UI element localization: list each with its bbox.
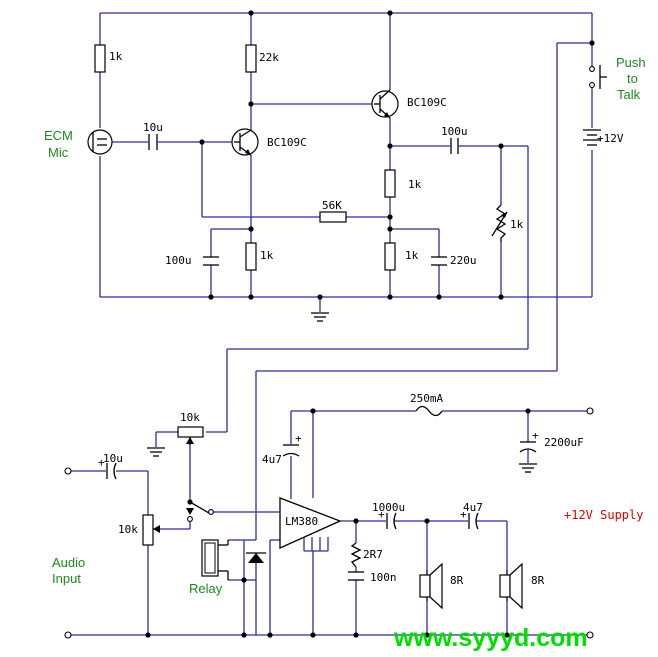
capacitor-4u7-supply-label: 4u7 [262, 453, 282, 466]
resistor-1k-q1-emitter-label: 1k [260, 249, 274, 262]
transistor-q2-label: BC109C [407, 96, 447, 109]
capacitor-100u-output [450, 138, 459, 154]
potentiometer-1k-icon [491, 204, 508, 242]
preamp-junctions [199, 10, 595, 300]
resistor-2r7-icon [350, 542, 362, 568]
svg-text:+: + [295, 432, 302, 445]
relay-label: Relay [189, 581, 223, 596]
capacitor-10u-input: + [98, 456, 117, 480]
battery-label: +12V [597, 132, 624, 145]
resistor-1k-q2-collector [384, 169, 396, 198]
preamp-wiring [99, 12, 593, 540]
speaker-2-icon [499, 562, 523, 610]
capacitor-100u-bypass-label: 100u [165, 254, 192, 267]
ecm-label-2: Mic [48, 145, 69, 160]
svg-text:+: + [460, 508, 467, 521]
resistor-1k-left-label: 1k [109, 50, 123, 63]
potentiometer-10k-volume-icon [177, 426, 204, 445]
ecm-label-1: ECM [44, 128, 73, 143]
capacitor-4u7-supply: + [282, 432, 302, 457]
transistor-q1-label: BC109C [267, 136, 307, 149]
potentiometer-10k-input-icon [142, 514, 160, 546]
amp-junctions [145, 408, 531, 638]
capacitor-4u7-output-label: 4u7 [463, 501, 483, 514]
potentiometer-10k-input-label: 10k [118, 523, 138, 536]
amp-wiring [68, 410, 590, 636]
fuse-label: 250mA [410, 392, 443, 405]
capacitor-1000u: + [378, 508, 397, 530]
resistor-1k-q2-collector-label: 1k [408, 178, 422, 191]
push-to-talk-label-2: to [627, 71, 638, 86]
push-to-talk-switch-icon [589, 65, 607, 89]
resistor-1k-q2-emitter [384, 242, 396, 271]
resistor-22k-label: 22k [259, 51, 279, 64]
supply-label: +12V Supply [564, 508, 643, 522]
svg-text:+: + [378, 508, 385, 521]
resistor-1k-q2-emitter-label: 1k [405, 249, 419, 262]
ground-icon-preamp [311, 312, 329, 322]
capacitor-10u-input-label: 10u [103, 452, 123, 465]
resistor-1k-left [94, 44, 106, 73]
capacitor-10u-mic [148, 134, 158, 150]
capacitor-4u7-output: + [460, 508, 479, 530]
potentiometer-10k-volume-label: 10k [180, 411, 200, 424]
fuse-icon [415, 405, 443, 417]
resistor-1k-q1-emitter [245, 242, 257, 271]
battery-icon [583, 129, 601, 146]
terminals [64, 407, 594, 639]
resistor-22k [245, 44, 257, 73]
resistor-56k-label: 56K [322, 199, 342, 212]
capacitor-220u-label: 220u [450, 254, 477, 267]
relay-switch-icon [186, 501, 214, 522]
capacitor-220u [431, 256, 447, 266]
potentiometer-1k-label: 1k [510, 218, 524, 231]
diode-icon [246, 552, 266, 563]
svg-text:+: + [98, 456, 105, 469]
capacitor-10u-mic-label: 10u [143, 121, 163, 134]
resistor-56k [319, 211, 347, 223]
lm380-amplifier-icon [279, 497, 342, 550]
capacitor-1000u-label: 1000u [372, 501, 405, 514]
capacitor-100u-output-label: 100u [441, 125, 468, 138]
ecm-mic-icon [87, 129, 113, 155]
speaker-1-icon [419, 562, 443, 610]
push-to-talk-label-1: Push [616, 55, 646, 70]
capacitor-2200uf-label: 2200uF [544, 436, 584, 449]
ground-icon-volume [147, 447, 165, 457]
push-to-talk-label-3: Talk [617, 87, 641, 102]
transistor-q2-icon [371, 89, 399, 119]
speaker-1-label: 8R [450, 574, 464, 587]
capacitor-2200uf: + [519, 429, 539, 473]
capacitor-100u-bypass [203, 256, 219, 266]
audio-input-label-1: Audio [52, 555, 85, 570]
capacitor-100n [348, 571, 364, 581]
svg-text:+: + [532, 429, 539, 442]
capacitor-100n-label: 100n [370, 571, 397, 584]
audio-input-label-2: Input [52, 571, 81, 586]
watermark-text: www.syyyd.com [393, 624, 588, 652]
lm380-label: LM380 [285, 515, 318, 528]
transistor-q1-icon [231, 128, 259, 156]
relay-coil-icon [201, 539, 229, 580]
resistor-2r7-label: 2R7 [363, 548, 383, 561]
speaker-2-label: 8R [531, 574, 545, 587]
